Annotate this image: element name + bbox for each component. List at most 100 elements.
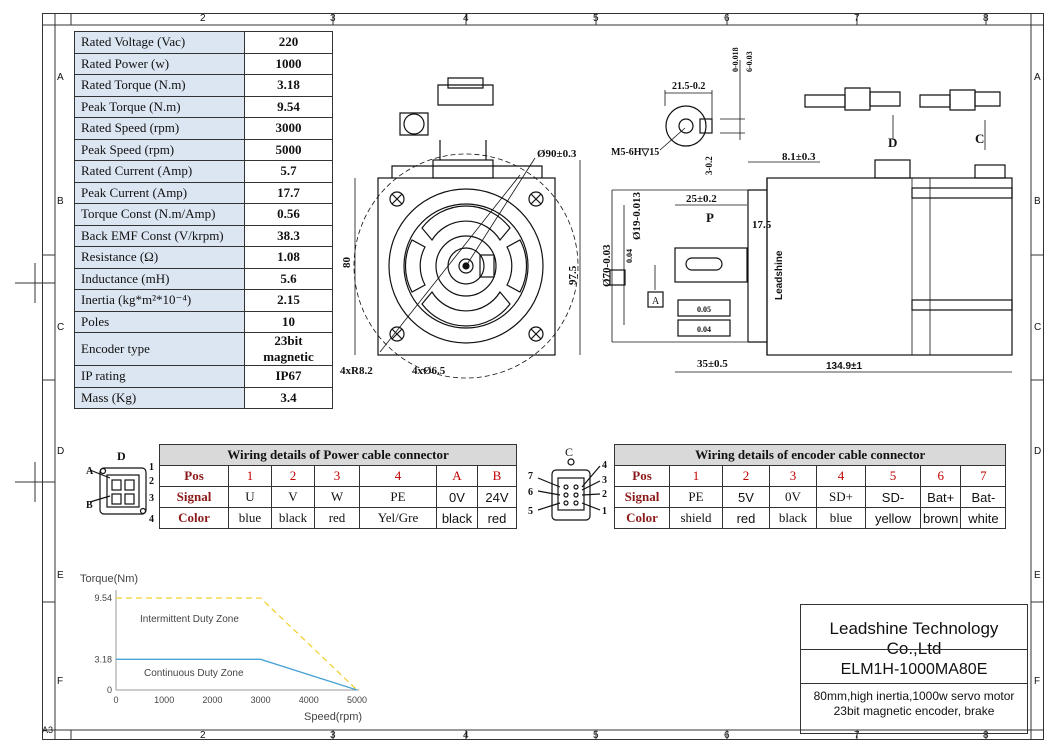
svg-text:6-0.03: 6-0.03 bbox=[745, 51, 754, 72]
power-wiring-table: Wiring details of Power cable connector … bbox=[159, 444, 517, 529]
side-view bbox=[609, 87, 1013, 373]
wiring-row-head: Color bbox=[614, 507, 670, 529]
svg-text:D: D bbox=[888, 135, 897, 150]
wiring-cell: 3 bbox=[769, 465, 817, 487]
spec-row: Peak Speed (rpm)5000 bbox=[74, 138, 333, 161]
spec-key: Rated Current (Amp) bbox=[74, 160, 245, 183]
wiring-cell: V bbox=[271, 486, 315, 508]
dim-pcd: Ø90±0.3 bbox=[537, 148, 577, 160]
spec-key: Rated Power (w) bbox=[74, 52, 245, 75]
svg-text:1: 1 bbox=[602, 506, 607, 517]
svg-text:5: 5 bbox=[528, 506, 533, 517]
wiring-cell: blue bbox=[816, 507, 866, 529]
wiring-cell: 2 bbox=[722, 465, 770, 487]
svg-text:134.9±1: 134.9±1 bbox=[826, 361, 863, 372]
grid-row-label: D bbox=[1034, 446, 1042, 457]
company-name: Leadshine Technology Co.,Ltd bbox=[829, 619, 999, 658]
spec-value: 10 bbox=[244, 310, 333, 333]
wiring-cell: brown bbox=[919, 507, 962, 529]
encoder-connector-labels: C 4 3 2 1 7 6 5 bbox=[528, 445, 607, 517]
grid-row-label: C bbox=[1034, 322, 1042, 333]
wiring-cell: 1 bbox=[228, 465, 272, 487]
spec-row: Peak Current (Amp)17.7 bbox=[74, 181, 333, 204]
y-tick-label: 3.18 bbox=[94, 654, 112, 664]
zone-label-intermittent: Intermittent Duty Zone bbox=[140, 614, 239, 625]
wiring-cell: A bbox=[436, 465, 478, 487]
spec-key: Peak Speed (rpm) bbox=[74, 138, 245, 161]
svg-text:4: 4 bbox=[149, 514, 154, 525]
spec-value: 3.4 bbox=[244, 386, 333, 409]
spec-row: Rated Speed (rpm)3000 bbox=[74, 117, 333, 140]
wiring-cell: 5V bbox=[722, 486, 770, 508]
grid-row-label: B bbox=[1034, 196, 1041, 207]
spec-row: Rated Power (w)1000 bbox=[74, 52, 333, 75]
svg-text:0-0.018: 0-0.018 bbox=[731, 47, 740, 72]
grid-row-label: A bbox=[1034, 72, 1041, 83]
svg-text:21.5-0.2: 21.5-0.2 bbox=[672, 81, 705, 92]
spec-key: Resistance (Ω) bbox=[74, 246, 245, 269]
spec-key: Encoder type bbox=[74, 332, 245, 366]
svg-text:8.1±0.3: 8.1±0.3 bbox=[782, 151, 816, 163]
x-tick-label: 2000 bbox=[202, 695, 222, 705]
spec-value: 17.7 bbox=[244, 181, 333, 204]
wiring-cell: 4 bbox=[359, 465, 437, 487]
spec-row: Rated Torque (N.m)3.18 bbox=[74, 74, 333, 97]
shaft-dims: 21.5-0.2 0-0.018 6-0.03 M5-6H▽15 bbox=[611, 47, 754, 158]
wiring-cell: 2 bbox=[271, 465, 315, 487]
svg-text:0.05: 0.05 bbox=[697, 305, 711, 314]
svg-text:1: 1 bbox=[149, 462, 154, 473]
power-connector-labels: D 1 2 3 4 A B bbox=[86, 449, 154, 525]
wiring-cell: yellow bbox=[865, 507, 921, 529]
x-tick-label: 3000 bbox=[251, 695, 271, 705]
spec-row: Back EMF Const (V/krpm)38.3 bbox=[74, 224, 333, 247]
svg-text:M5-6H▽15: M5-6H▽15 bbox=[611, 147, 659, 158]
spec-value: 9.54 bbox=[244, 95, 333, 118]
x-tick-label: 1000 bbox=[154, 695, 174, 705]
wiring-row-head: Signal bbox=[614, 486, 670, 508]
svg-text:4: 4 bbox=[602, 460, 607, 471]
svg-text:D: D bbox=[117, 449, 126, 463]
spec-key: Rated Torque (N.m) bbox=[74, 74, 245, 97]
svg-text:2: 2 bbox=[149, 476, 154, 487]
wiring-cell: 0V bbox=[436, 486, 478, 508]
wiring-cell: 5 bbox=[865, 465, 921, 487]
dim-flange: 97.5 bbox=[567, 265, 579, 285]
wiring-cell: black bbox=[769, 507, 817, 529]
svg-text:A: A bbox=[86, 466, 94, 477]
wiring-cell: black bbox=[436, 507, 478, 529]
wiring-cell: 6 bbox=[919, 465, 962, 487]
spec-row: Inertia (kg*m²*10⁻⁴)2.15 bbox=[74, 289, 333, 312]
dim-square: 80 bbox=[341, 257, 353, 269]
wiring-cell: 24V bbox=[477, 486, 517, 508]
grid-row-label: C bbox=[57, 322, 65, 333]
svg-text:7: 7 bbox=[528, 471, 533, 482]
x-tick-label: 5000 bbox=[347, 695, 367, 705]
svg-text:25±0.2: 25±0.2 bbox=[686, 193, 717, 205]
svg-text:0.04: 0.04 bbox=[625, 249, 634, 263]
wiring-row-head: Pos bbox=[614, 465, 670, 487]
spec-value: 3.18 bbox=[244, 74, 333, 97]
wiring-cell: 4 bbox=[816, 465, 866, 487]
encoder-connector-view bbox=[537, 458, 601, 521]
svg-text:Leadshine: Leadshine bbox=[774, 250, 785, 300]
svg-text:35±0.5: 35±0.5 bbox=[697, 358, 728, 370]
encoder-wiring-title: Wiring details of encoder cable connecto… bbox=[613, 444, 1007, 466]
wiring-row-head: Signal bbox=[159, 486, 229, 508]
wiring-cell: Bat+ bbox=[919, 486, 962, 508]
description-line-1: 80mm,high inertia,1000w servo motor bbox=[813, 689, 1015, 703]
wiring-cell: SD- bbox=[865, 486, 921, 508]
grid-row-label: E bbox=[57, 570, 64, 581]
spec-value: 3000 bbox=[244, 117, 333, 140]
svg-text:Ø70-0.03: Ø70-0.03 bbox=[601, 244, 613, 287]
svg-text:6: 6 bbox=[528, 487, 533, 498]
spec-row: Resistance (Ω)1.08 bbox=[74, 246, 333, 269]
svg-text:B: B bbox=[86, 500, 93, 511]
spec-value: 0.56 bbox=[244, 203, 333, 226]
x-tick-label: 4000 bbox=[299, 695, 319, 705]
x-tick-label: 0 bbox=[113, 695, 118, 705]
